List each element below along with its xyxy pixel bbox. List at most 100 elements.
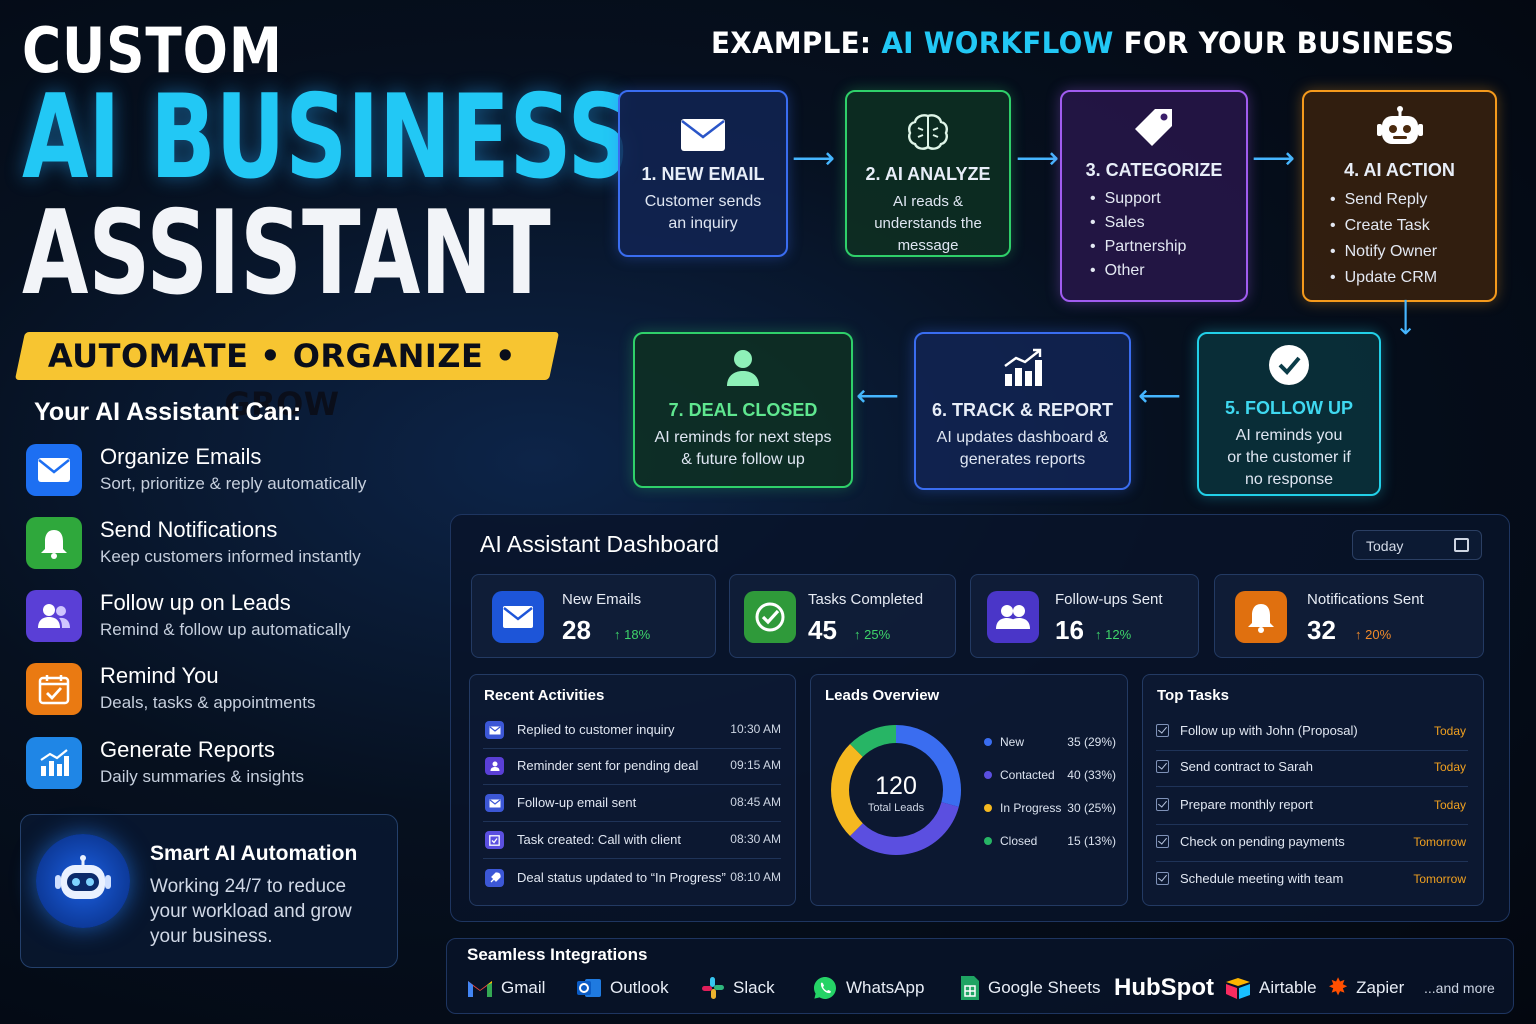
- robot-icon: [1304, 104, 1495, 148]
- task-row[interactable]: Follow up with John (Proposal)Today: [1156, 714, 1468, 751]
- step-title: 3. CATEGORIZE: [1085, 160, 1223, 180]
- integration-more[interactable]: ...and more: [1424, 975, 1495, 1001]
- workflow-step-categorize: 3. CATEGORIZE Support Sales Partnership …: [1060, 90, 1248, 302]
- total-leads-label: Total Leads: [867, 802, 925, 814]
- stat-value: 32: [1307, 615, 1336, 645]
- integration-label: Google Sheets: [988, 978, 1101, 997]
- task-text: Prepare monthly report: [1180, 797, 1313, 812]
- task-checkbox[interactable]: [1156, 724, 1169, 737]
- task-checkbox[interactable]: [1156, 872, 1169, 885]
- donut-slice-contacted: [850, 801, 959, 855]
- activity-row: Reminder sent for pending deal 09:15 AM: [483, 748, 781, 785]
- task-due: Today: [1433, 798, 1466, 812]
- step-title: 1. NEW EMAIL: [641, 164, 765, 184]
- zapier-icon: ✸: [1328, 974, 1349, 1001]
- arrow-right-icon: ⟶: [1016, 142, 1060, 175]
- task-checkbox[interactable]: [1156, 835, 1169, 848]
- bullet-item: Send Reply: [1330, 187, 1495, 213]
- task-checkbox[interactable]: [1156, 760, 1169, 773]
- leads-overview-title: Leads Overview: [825, 687, 940, 704]
- capability-title: Organize Emails: [100, 444, 262, 469]
- arrow-left-icon: ⟶: [1138, 380, 1182, 413]
- stat-card-follow-ups-sent: Follow-ups Sent 16 ↑ 12%: [970, 574, 1199, 658]
- workflow-step-ai-analyze: 2. AI ANALYZE AI reads & understands the…: [845, 90, 1011, 257]
- stat-change: ↑ 12%: [1095, 627, 1132, 642]
- workflow-step-new-email: 1. NEW EMAIL Customer sends an inquiry: [618, 90, 788, 257]
- legend-label: In Progress: [1000, 801, 1062, 815]
- mail-icon: [485, 794, 504, 812]
- title-ai-business: AI BUSINESS: [22, 70, 630, 205]
- tagline-banner: AUTOMATE • ORGANIZE • GROW: [14, 332, 560, 423]
- bar-chart-icon: [26, 737, 82, 789]
- slack-icon: [701, 976, 725, 1000]
- task-row[interactable]: Prepare monthly report Today: [1156, 788, 1468, 825]
- activity-time: 08:30 AM: [730, 832, 781, 846]
- bullet-item: Other: [1090, 259, 1246, 283]
- workflow-step-follow-up: 5. FOLLOW UP AI reminds you or the custo…: [1197, 332, 1381, 496]
- activity-text: Task created: Call with client: [517, 832, 682, 847]
- integration-whatsapp[interactable]: WhatsApp: [812, 975, 924, 1001]
- date-select[interactable]: Today: [1352, 530, 1482, 560]
- activity-row: Replied to customer inquiry 10:30 AM: [483, 712, 781, 749]
- activity-time: 08:10 AM: [730, 870, 781, 884]
- capability-desc: Daily summaries & insights: [100, 767, 305, 786]
- stat-card-new-emails: New Emails 28 ↑ 18%: [471, 574, 716, 658]
- integration-airtable[interactable]: Airtable: [1225, 975, 1317, 1001]
- stat-change: ↑ 25%: [854, 627, 891, 642]
- activity-text: Replied to customer inquiry: [517, 722, 675, 737]
- activity-time: 08:45 AM: [730, 795, 781, 809]
- legend-label: Closed: [1000, 834, 1038, 848]
- integration-more-label: ...and more: [1424, 980, 1495, 996]
- donut-slice-closed: [850, 725, 897, 758]
- integration-slack[interactable]: Slack: [701, 975, 775, 1001]
- envelope-icon: [620, 108, 786, 152]
- activity-text: Deal status updated to “In Progress”: [517, 870, 726, 885]
- bullet-item: Sales: [1090, 211, 1246, 235]
- capability-desc: Sort, prioritize & reply automatically: [100, 474, 367, 493]
- capability-follow-up-leads: Follow up on Leads Remind & follow up au…: [26, 588, 406, 644]
- legend-dot: [984, 837, 992, 845]
- brain-icon: [847, 108, 1009, 152]
- integration-outlook[interactable]: Outlook: [576, 975, 669, 1001]
- task-due: Tomorrow: [1413, 835, 1466, 849]
- task-checkbox[interactable]: [1156, 798, 1169, 811]
- hubspot-logo: HubSpot: [1114, 974, 1214, 1001]
- step-desc: Customer sends an inquiry: [644, 193, 762, 232]
- stat-card-tasks-completed: Tasks Completed 45 ↑ 25%: [729, 574, 956, 658]
- integration-google-sheets[interactable]: Google Sheets: [960, 975, 1100, 1001]
- step-title: 5. FOLLOW UP: [1225, 398, 1353, 418]
- step-title: 7. DEAL CLOSED: [668, 400, 818, 420]
- integration-hubspot[interactable]: HubSpot: [1114, 974, 1214, 1001]
- airtable-icon: [1225, 977, 1251, 999]
- integrations-bar: [446, 938, 1514, 1014]
- capability-organize-emails: Organize Emails Sort, prioritize & reply…: [26, 442, 406, 498]
- legend-dot: [984, 771, 992, 779]
- rocket-icon: [485, 869, 504, 887]
- integration-label: Airtable: [1259, 978, 1317, 997]
- outlook-icon: [576, 976, 602, 1000]
- arrow-right-icon: ⟶: [1252, 142, 1296, 175]
- activity-row: Follow-up email sent 08:45 AM: [483, 785, 781, 822]
- users-icon: [26, 590, 82, 642]
- donut-slice-new: [895, 725, 961, 807]
- stat-label: Notifications Sent: [1307, 591, 1424, 608]
- workflow-heading-post: FOR YOUR BUSINESS: [1113, 26, 1455, 60]
- smart-automation-desc: Working 24/7 to reduce your workload and…: [150, 876, 352, 947]
- capability-title: Send Notifications: [100, 517, 278, 542]
- step-title: 2. AI ANALYZE: [865, 164, 991, 184]
- capability-generate-reports: Generate Reports Daily summaries & insig…: [26, 735, 406, 791]
- task-icon: [485, 831, 504, 849]
- title-assistant: ASSISTANT: [22, 186, 551, 321]
- bullet-item: Notify Owner: [1330, 239, 1495, 265]
- workflow-step-ai-action: 4. AI ACTION Send Reply Create Task Noti…: [1302, 90, 1497, 302]
- integration-gmail[interactable]: Gmail: [467, 975, 545, 1001]
- integration-zapier[interactable]: ✸ Zapier: [1328, 975, 1404, 1001]
- check-circle-icon: [1199, 342, 1379, 386]
- step-title: 6. TRACK & REPORT: [931, 400, 1113, 420]
- arrow-right-icon: ⟶: [792, 142, 836, 175]
- calendar-check-icon: [26, 663, 82, 715]
- stat-label: Tasks Completed: [808, 591, 924, 608]
